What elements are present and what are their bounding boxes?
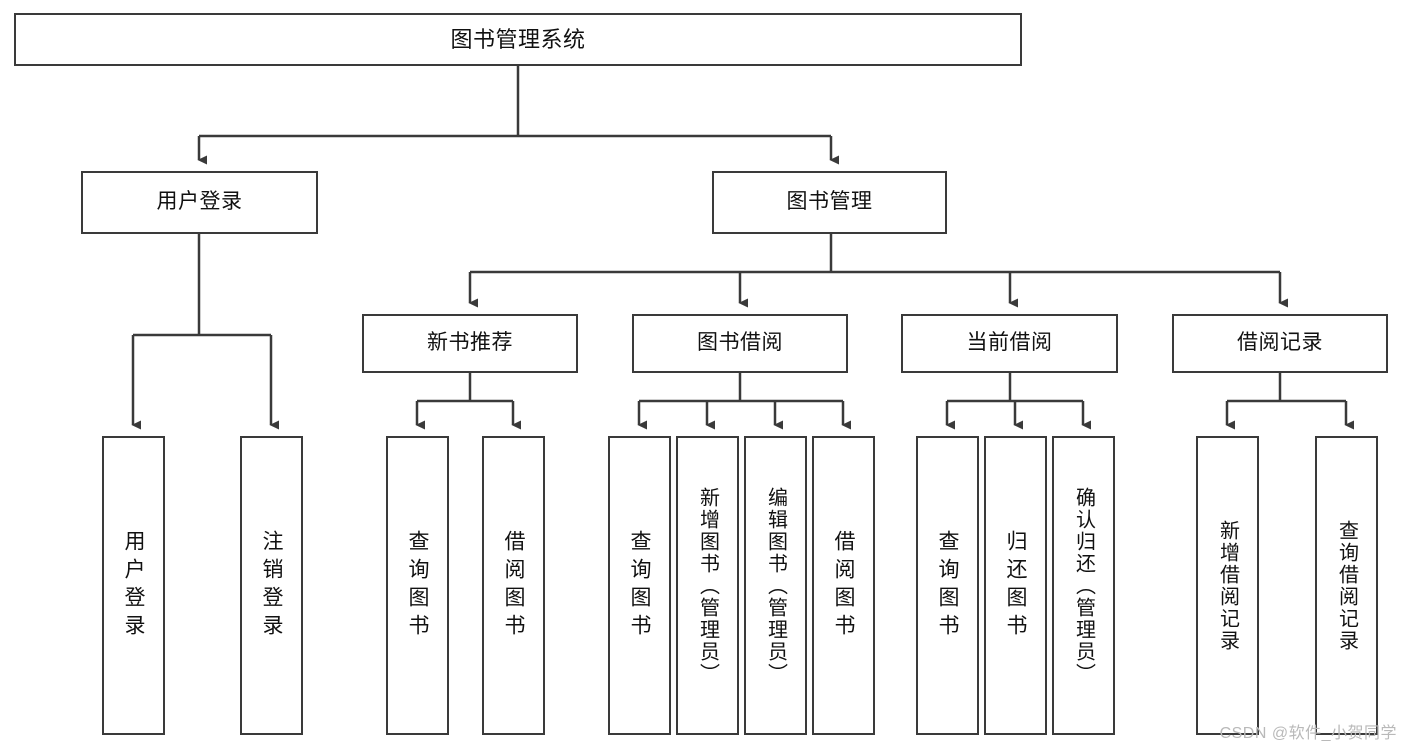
node-label: 注销登录 [260, 529, 283, 642]
node-borrow-record[interactable]: 借阅记录 [1172, 314, 1388, 373]
node-label: 查询图书 [936, 529, 959, 642]
node-label: 新增借阅记录 [1216, 519, 1239, 652]
leaf-current-borrow-confirm-return-admin[interactable]: 确认归还（管理员） [1052, 436, 1115, 735]
node-book-borrow[interactable]: 图书借阅 [632, 314, 848, 373]
node-label: 图书借阅 [697, 331, 783, 355]
node-label: 编辑图书（管理员） [764, 486, 787, 685]
node-label: 图书管理系统 [450, 26, 586, 52]
leaf-user-login-login[interactable]: 用户登录 [102, 436, 165, 735]
node-label: 借阅图书 [832, 529, 855, 642]
node-label: 归还图书 [1004, 529, 1027, 642]
node-label: 新增图书（管理员） [696, 486, 719, 685]
node-label: 借阅图书 [502, 529, 525, 642]
watermark: CSDN @软件_小贺同学 [1219, 725, 1397, 742]
node-current-borrow[interactable]: 当前借阅 [901, 314, 1118, 373]
leaf-new-book-borrow-book[interactable]: 借阅图书 [482, 436, 545, 735]
node-label: 查询图书 [406, 529, 429, 642]
node-user-login[interactable]: 用户登录 [81, 171, 318, 234]
node-label: 确认归还（管理员） [1072, 486, 1095, 685]
node-label: 查询借阅记录 [1335, 519, 1358, 652]
leaf-borrow-record-query-record[interactable]: 查询借阅记录 [1315, 436, 1378, 735]
node-label: 查询图书 [628, 529, 651, 642]
leaf-current-borrow-query-book[interactable]: 查询图书 [916, 436, 979, 735]
node-root-book-management-system[interactable]: 图书管理系统 [14, 13, 1022, 66]
leaf-new-book-query-book[interactable]: 查询图书 [386, 436, 449, 735]
leaf-borrow-record-add-record[interactable]: 新增借阅记录 [1196, 436, 1259, 735]
node-label: 用户登录 [156, 190, 243, 214]
leaf-user-login-logout[interactable]: 注销登录 [240, 436, 303, 735]
node-label: 图书管理 [786, 190, 873, 214]
node-new-book-recommend[interactable]: 新书推荐 [362, 314, 578, 373]
leaf-book-borrow-query-book[interactable]: 查询图书 [608, 436, 671, 735]
leaf-current-borrow-return-book[interactable]: 归还图书 [984, 436, 1047, 735]
leaf-book-borrow-borrow-book[interactable]: 借阅图书 [812, 436, 875, 735]
leaf-book-borrow-edit-book-admin[interactable]: 编辑图书（管理员） [744, 436, 807, 735]
node-label: 当前借阅 [966, 331, 1053, 355]
node-label: 用户登录 [122, 529, 145, 642]
leaf-book-borrow-add-book-admin[interactable]: 新增图书（管理员） [676, 436, 739, 735]
node-label: 借阅记录 [1237, 331, 1323, 355]
node-label: 新书推荐 [427, 331, 513, 355]
node-book-management[interactable]: 图书管理 [712, 171, 947, 234]
